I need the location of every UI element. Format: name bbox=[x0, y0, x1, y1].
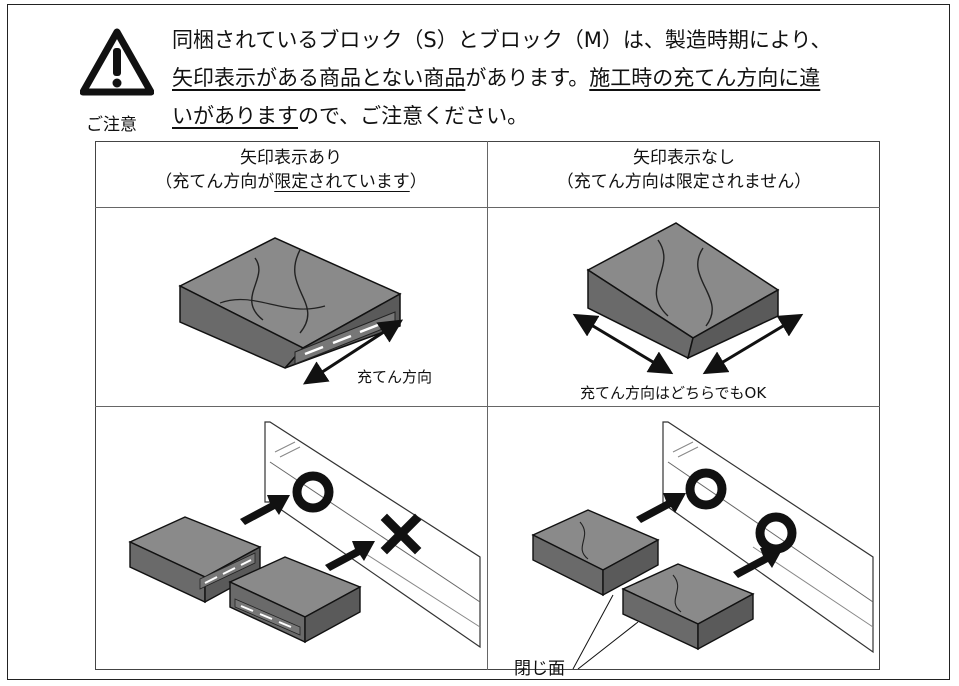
ok-mark-2 bbox=[755, 512, 797, 554]
sub-underlined: 限定されています bbox=[274, 172, 410, 192]
insert-arrow-1 bbox=[240, 495, 290, 525]
block-right bbox=[586, 222, 780, 360]
fill-direction-arrow bbox=[302, 319, 404, 385]
notice-line-3: いがありますので、ご注意ください。 bbox=[172, 97, 892, 135]
notice-line-1: 同梱されているブロック（S）とブロック（M）は、製造時期により、 bbox=[172, 28, 832, 52]
block-without-arrows-illustration bbox=[572, 222, 804, 375]
notice-underline-3: いがあります bbox=[172, 104, 298, 128]
closed-face-leader-1 bbox=[572, 594, 614, 669]
block-left bbox=[178, 237, 402, 369]
insert-arrow-2 bbox=[325, 541, 375, 571]
install-without-arrows-illustration bbox=[531, 421, 874, 669]
block-arrows-correct bbox=[128, 516, 262, 604]
notice-underline-1: 矢印表示がある商品とない商品 bbox=[172, 66, 466, 90]
any-direction-caption: 充てん方向はどちらでもOK bbox=[580, 384, 767, 402]
notice-text: 同梱されているブロック（S）とブロック（M）は、製造時期により、 矢印表示がある… bbox=[172, 21, 892, 135]
header-right-sub: （充てん方向は限定されません） bbox=[556, 172, 812, 192]
block-plain-1 bbox=[531, 509, 660, 597]
closed-face-label: 閉じ面 bbox=[514, 659, 565, 679]
sub-close: ） bbox=[409, 172, 427, 192]
fill-direction-arrow-2 bbox=[702, 313, 804, 375]
notice-frame bbox=[7, 4, 950, 680]
notice-underline-2: 施工時の充てん方向に違 bbox=[589, 66, 821, 90]
header-divider bbox=[95, 207, 880, 208]
fill-direction-caption: 充てん方向 bbox=[357, 368, 433, 386]
block-plain-2 bbox=[621, 563, 755, 651]
block-with-arrows-illustration bbox=[178, 237, 404, 385]
row-divider bbox=[95, 406, 880, 407]
header-with-arrows: 矢印表示あり （充てん方向が限定されています） bbox=[95, 146, 487, 194]
fill-direction-arrow-1 bbox=[572, 313, 674, 375]
ok-mark bbox=[292, 471, 334, 513]
header-right-title: 矢印表示なし bbox=[633, 148, 735, 168]
header-left-title: 矢印表示あり bbox=[240, 148, 342, 168]
block-arrows-wrong bbox=[228, 556, 362, 644]
closed-face-leader-2 bbox=[577, 621, 639, 669]
header-without-arrows: 矢印表示なし （充てん方向は限定されません） bbox=[488, 146, 880, 194]
column-divider bbox=[487, 141, 488, 670]
ng-mark bbox=[380, 513, 422, 555]
install-with-arrows-illustration bbox=[128, 421, 481, 649]
caution-label: ご注意 bbox=[86, 115, 137, 135]
notice-plain-3: ので、ご注意ください。 bbox=[298, 104, 529, 128]
header-left-sub: （充てん方向が限定されています） bbox=[95, 170, 487, 194]
warning-triangle-icon bbox=[80, 28, 154, 96]
insert-arrow-4 bbox=[733, 548, 783, 578]
sub-open: （充てん方向が bbox=[155, 172, 275, 192]
ok-mark-1 bbox=[685, 468, 727, 510]
notice-plain-2: があります。 bbox=[465, 66, 590, 90]
insert-arrow-3 bbox=[636, 493, 686, 523]
notice-line-2: 矢印表示がある商品とない商品があります。施工時の充てん方向に違 bbox=[172, 59, 892, 97]
